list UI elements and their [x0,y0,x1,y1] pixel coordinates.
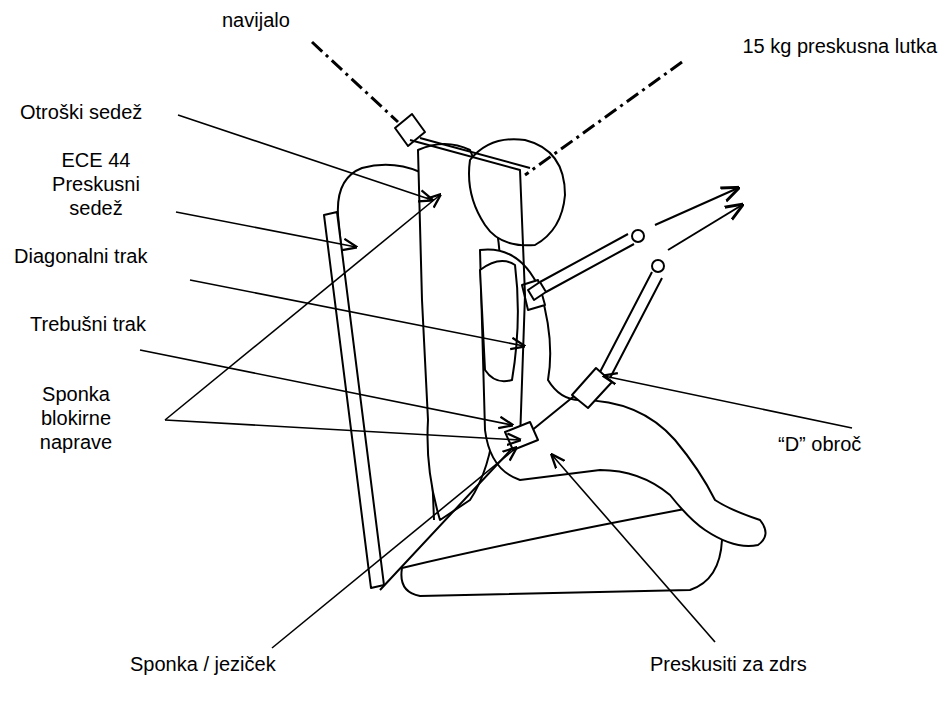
test-seat-cushion [401,508,722,596]
leader-line [178,115,432,200]
part-label: 15 kg preskusna lutka [740,34,939,58]
part-label: Trebušni trak [28,312,148,336]
force-arrow [655,188,738,225]
leader-line [604,376,852,428]
rod-eye [652,260,664,272]
part-label: Diagonalni trak [12,244,149,268]
buckle [505,422,538,450]
part-label: Preskusiti za zdrs [648,652,809,676]
leader-line [272,448,516,648]
force-arrow [668,205,742,250]
leader-line [165,195,440,420]
seat-rail [324,212,384,588]
leader-line [140,350,512,425]
part-label: Sponka / jeziček [128,652,278,676]
part-label: ECE 44 Preskusni sedež [42,148,150,220]
leader-line [190,280,524,346]
load-rod [600,272,662,378]
leader-line [176,212,356,247]
leader-line [552,455,715,642]
belt-diagonal [410,140,525,440]
retractor-pointer [312,42,398,122]
d-ring [572,368,612,408]
rod-eye [632,230,644,242]
child-seat-wing [480,261,518,381]
part-label: “D” obroč [776,432,863,456]
dummy-body [480,250,766,547]
part-label: navijalo [220,8,292,32]
rod-clamp [528,282,546,300]
belt-lap [380,375,600,590]
dummy-pointer [525,62,682,175]
belt-edge [420,138,530,168]
part-label: Sponka blokirne naprave [26,382,126,454]
retractor [395,114,425,146]
part-label: Otroški sedež [18,100,144,124]
upper-rod [540,234,634,292]
leader-line [165,420,520,440]
